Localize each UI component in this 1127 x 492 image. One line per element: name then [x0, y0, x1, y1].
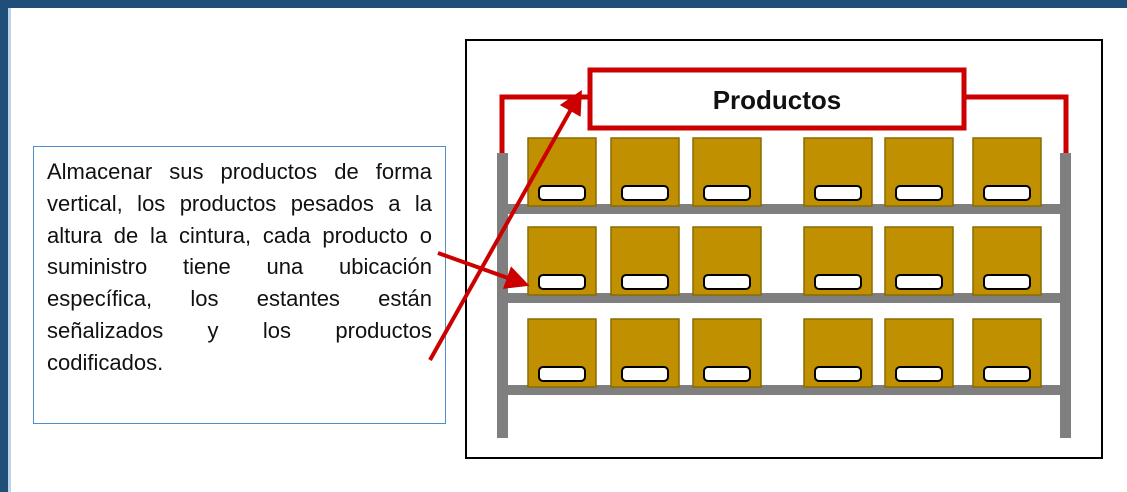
shelf-plank-3 [497, 385, 1071, 395]
product-label [621, 274, 669, 290]
shelf-plank-1 [497, 204, 1071, 214]
product-label [621, 366, 669, 382]
product-label [703, 366, 751, 382]
products-title: Productos [712, 84, 842, 115]
product-label [983, 366, 1031, 382]
description-text: Almacenar sus productos de forma vertica… [47, 159, 432, 375]
description-box [33, 146, 446, 424]
product-label [814, 185, 862, 201]
shelf-structure [497, 153, 1071, 438]
title-frame [587, 67, 967, 131]
product-label [814, 366, 862, 382]
product-label [538, 274, 586, 290]
product-label [538, 185, 586, 201]
product-label [895, 274, 943, 290]
left-border [0, 0, 8, 492]
product-label [983, 185, 1031, 201]
shelf-plank-2 [497, 293, 1071, 303]
product-label [895, 366, 943, 382]
product-label [538, 366, 586, 382]
product-label [703, 185, 751, 201]
product-label [703, 274, 751, 290]
product-label [895, 185, 943, 201]
product-label [621, 185, 669, 201]
arrow-to-title [428, 90, 582, 361]
product-boxes [527, 137, 1042, 388]
arrows [428, 90, 582, 361]
product-label [814, 274, 862, 290]
top-border [0, 0, 1127, 8]
title-bracket [499, 67, 1069, 153]
product-label [983, 274, 1031, 290]
bracket-right [964, 94, 1069, 153]
content-area [8, 8, 1127, 492]
